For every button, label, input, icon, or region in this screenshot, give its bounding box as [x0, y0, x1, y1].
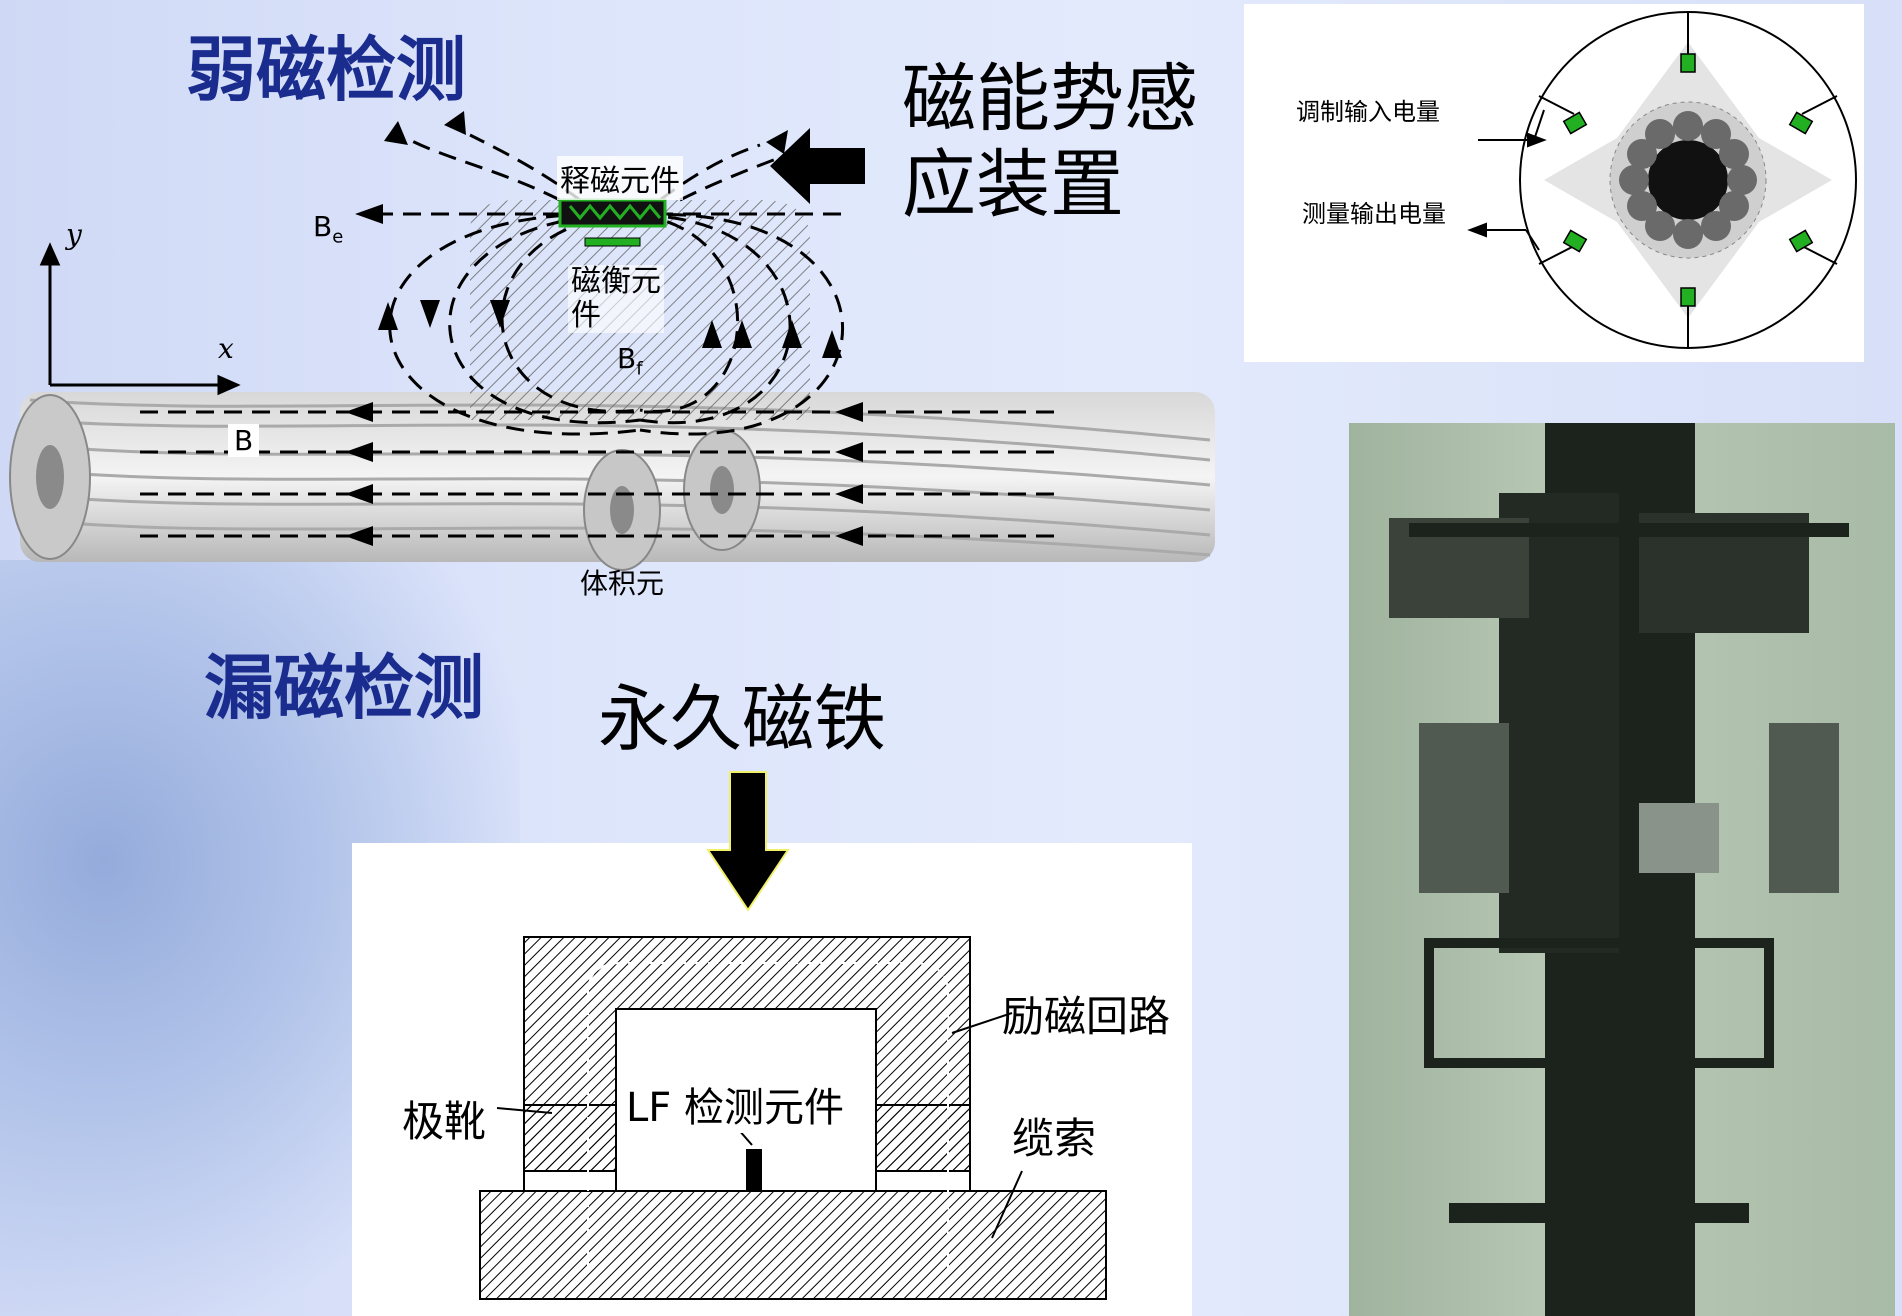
wire-rope	[9, 392, 1215, 571]
magnet-down-arrow-icon	[706, 771, 790, 912]
inspection-device-photo	[1349, 423, 1895, 1316]
bf-sub: f	[636, 358, 643, 380]
io-lines	[1467, 109, 1547, 251]
axis-x-label: x	[218, 332, 234, 365]
be-label: Be	[313, 210, 343, 248]
right-pole-shoe	[875, 1104, 971, 1172]
magnetic-energy-device-title: 磁能势感 应装置	[902, 56, 1198, 228]
volume-element-label: 体积元	[580, 567, 665, 600]
cross-section-diagram	[1467, 11, 1857, 349]
device-photo-sketch	[1389, 423, 1849, 1316]
volume-element-cross-section	[583, 429, 761, 571]
xy-axes	[39, 242, 241, 396]
modulation-input-label: 调制输入电量	[1296, 98, 1440, 126]
excitation-loop	[587, 962, 949, 1271]
excitation-circuit-label: 励磁回路	[1002, 992, 1171, 1041]
bf-label: Bf	[617, 342, 643, 380]
weak-magnetic-diagram	[9, 111, 1215, 571]
axis-y-label: y	[66, 218, 82, 251]
measurement-output-label: 测量输出电量	[1302, 200, 1446, 228]
leakage-magnetic-title: 漏磁检测	[204, 646, 484, 729]
strand-cluster	[1619, 111, 1757, 249]
leakage-diagram	[479, 936, 1107, 1300]
rope-end-cross-section	[9, 394, 91, 560]
permanent-magnet-title: 永久磁铁	[598, 677, 887, 761]
cross-section-panel: 调制输入电量 测量输出电量	[1244, 4, 1864, 362]
radial-connectors	[1538, 12, 1838, 348]
green-sensor-blocks	[1562, 53, 1814, 307]
lf-sensor	[746, 1149, 762, 1191]
bf-base: B	[617, 342, 637, 375]
release-element-label: 释磁元件	[557, 156, 683, 200]
be-sub: e	[332, 226, 344, 248]
cable-label: 缆索	[1012, 1114, 1097, 1163]
balance-element-sensor	[584, 237, 641, 247]
be-base: B	[313, 210, 333, 243]
cable-bar	[479, 1190, 1107, 1300]
release-element-sensor	[558, 198, 667, 228]
device-arrow-icon	[770, 128, 865, 204]
left-pole-shoe	[523, 1104, 617, 1172]
leakage-diagram-panel: 励磁回路 极靴 LF 检测元件 缆索	[352, 843, 1192, 1316]
b-label: B	[228, 424, 260, 457]
weak-magnetic-title: 弱磁检测	[186, 28, 466, 111]
pole-shoe-label: 极靴	[402, 1097, 487, 1146]
rope-field-arrows	[345, 111, 863, 546]
balance-element-label: 磁衡元 件	[568, 265, 664, 333]
lf-element-label: LF 检测元件	[622, 1075, 849, 1133]
